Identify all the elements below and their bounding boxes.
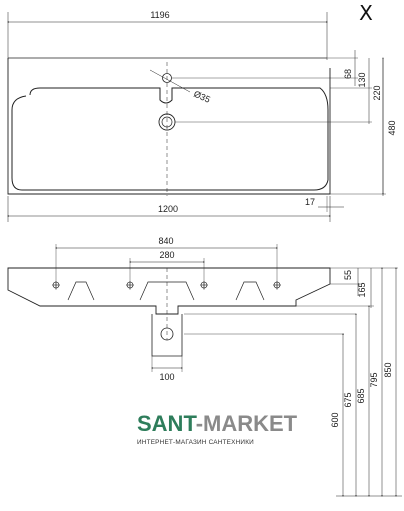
dim-280: 280 [159, 250, 174, 260]
view-marker: X [359, 1, 373, 25]
dim-850: 850 [383, 362, 393, 377]
dim-100: 100 [159, 372, 174, 382]
dim-1200: 1200 [158, 204, 178, 214]
dim-130: 130 [357, 72, 367, 87]
dim-1196: 1196 [150, 10, 169, 20]
dim-840: 840 [158, 236, 173, 246]
logo: SANT-MARKET ИНТЕРНЕТ-МАГАЗИН САНТЕХНИКИ [137, 411, 298, 446]
dim-165: 165 [357, 282, 367, 297]
dim-685: 685 [356, 388, 366, 403]
logo-tagline: ИНТЕРНЕТ-МАГАЗИН САНТЕХНИКИ [137, 439, 254, 446]
front-view [7, 244, 402, 497]
dim-220: 220 [372, 85, 382, 100]
dim-480: 480 [387, 120, 397, 135]
dim-675: 675 [343, 392, 353, 407]
logo-name-part1: SANT [137, 411, 197, 436]
dim-68: 68 [343, 69, 353, 79]
svg-text:SANT-MARKET: SANT-MARKET [137, 411, 298, 436]
logo-name-part2: -MARKET [196, 411, 298, 436]
dim-795: 795 [369, 372, 379, 387]
top-view [6, 12, 386, 222]
dim-17: 17 [305, 197, 315, 207]
dim-600: 600 [330, 412, 340, 427]
dim-55: 55 [343, 270, 353, 280]
dim-hole-diameter: Ø35 [192, 89, 212, 105]
